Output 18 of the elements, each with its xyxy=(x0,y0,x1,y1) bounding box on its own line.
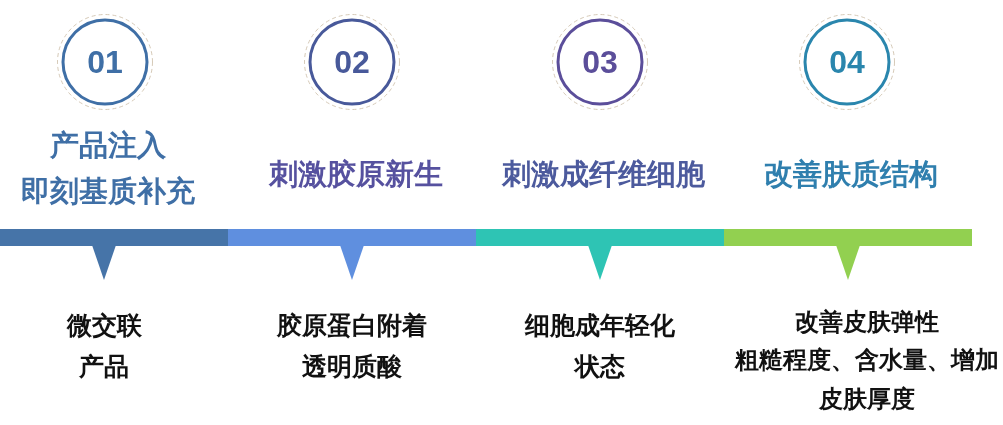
step-description: 改善皮肤弹性 xyxy=(795,307,939,339)
step-description: 细胞成年轻化状态 xyxy=(523,309,676,383)
timeline-segment xyxy=(228,229,476,280)
step-title: 即刻基质补充 xyxy=(21,173,195,210)
step-title: 改善肤质结构 xyxy=(764,155,938,193)
timeline-segment xyxy=(724,229,972,280)
step-title: 产品注入 xyxy=(50,126,166,164)
number-circle: 04 xyxy=(798,13,896,111)
number-circle: 02 xyxy=(303,13,401,111)
number-circle: 03 xyxy=(551,13,649,111)
timeline-segment xyxy=(0,229,228,280)
step-title: 刺激成纤维细胞 xyxy=(501,155,705,193)
number-circle: 01 xyxy=(56,13,154,111)
timeline-segment xyxy=(476,229,724,280)
step-title: 刺激胶原新生 xyxy=(269,155,443,193)
step-description: 粗糙程度、含水量、增加皮肤厚度 xyxy=(733,345,1000,416)
step-description: 微交联产品 xyxy=(65,309,143,383)
step-description: 胶原蛋白附着透明质酸 xyxy=(276,309,428,383)
